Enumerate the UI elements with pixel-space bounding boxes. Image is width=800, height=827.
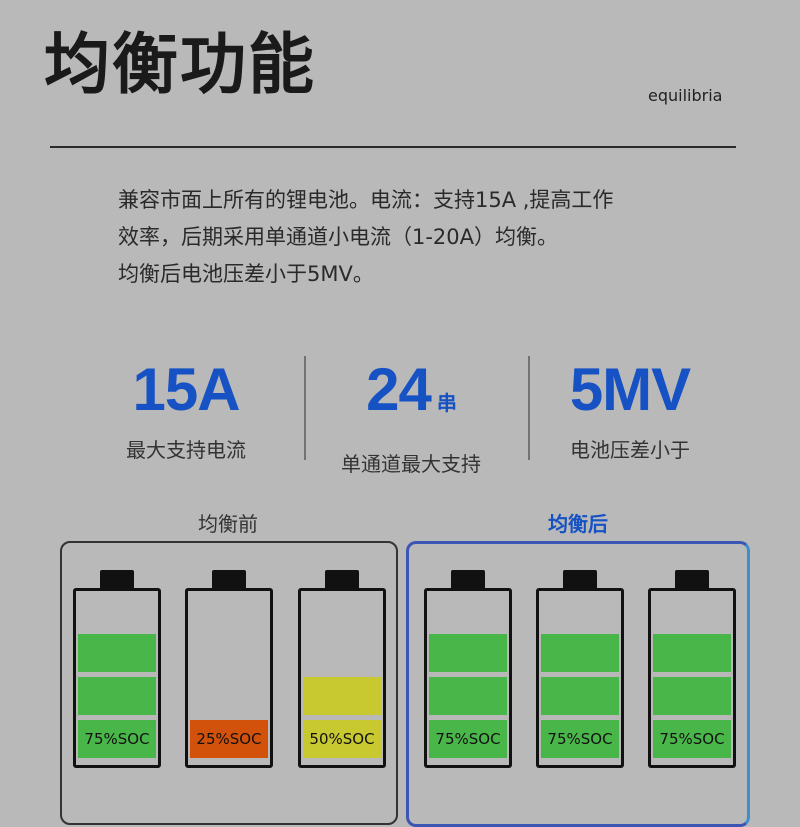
battery-body: 75%SOC — [73, 588, 161, 768]
battery-charge-segment — [541, 634, 619, 672]
battery-icon: 25%SOC — [185, 570, 273, 770]
battery-charge-segment — [653, 677, 731, 715]
stat-caption: 最大支持电流 — [126, 438, 246, 462]
battery-terminal — [451, 570, 485, 590]
battery-charge-segment — [303, 720, 381, 758]
battery-charge-segment — [78, 677, 156, 715]
stat-number: 24 — [366, 356, 432, 423]
battery-charge-segment — [653, 634, 731, 672]
battery-soc-label: 75%SOC — [84, 730, 150, 748]
description: 兼容市面上所有的锂电池。电流：支持15A ,提高工作 效率，后期采用单通道小电流… — [118, 182, 738, 293]
battery-soc-label: 75%SOC — [435, 730, 501, 748]
description-line: 兼容市面上所有的锂电池。电流：支持15A ,提高工作 — [118, 188, 614, 212]
stat-unit: 串 — [436, 393, 457, 415]
battery-soc-label: 25%SOC — [196, 730, 262, 748]
stat-caption: 电池压差小于 — [570, 438, 690, 462]
stat-number: 15A — [132, 356, 240, 423]
battery-charge-segment — [429, 634, 507, 672]
battery-terminal — [325, 570, 359, 590]
battery-terminal — [563, 570, 597, 590]
battery-charge-segment — [303, 677, 381, 715]
battery-icon: 50%SOC — [298, 570, 386, 770]
battery-body: 50%SOC — [298, 588, 386, 768]
battery-terminal — [675, 570, 709, 590]
battery-icon: 75%SOC — [536, 570, 624, 770]
stat-max-current: 15A 最大支持电流 — [96, 358, 276, 463]
battery-body: 25%SOC — [185, 588, 273, 768]
stat-divider — [304, 356, 306, 460]
stat-divider — [528, 356, 530, 460]
battery-charge-segment — [429, 677, 507, 715]
battery-body: 75%SOC — [536, 588, 624, 768]
battery-icon: 75%SOC — [648, 570, 736, 770]
battery-charge-segment — [653, 720, 731, 758]
battery-charge-segment — [541, 720, 619, 758]
battery-charge-segment — [190, 720, 268, 758]
battery-charge-segment — [78, 634, 156, 672]
battery-icon: 75%SOC — [73, 570, 161, 770]
battery-terminal — [100, 570, 134, 590]
battery-terminal — [212, 570, 246, 590]
page-subtitle: equilibria — [648, 86, 723, 105]
battery-icon: 75%SOC — [424, 570, 512, 770]
stat-caption: 单通道最大支持 — [341, 452, 481, 476]
after-label: 均衡后 — [548, 512, 608, 536]
battery-charge-segment — [541, 677, 619, 715]
description-line: 均衡后电池压差小于5MV。 — [118, 262, 374, 286]
header-divider — [50, 146, 736, 148]
stat-voltage-diff: 5MV 电池压差小于 — [540, 358, 720, 463]
stat-value: 15A — [96, 358, 276, 422]
stat-number: 5MV — [569, 356, 691, 423]
battery-charge-segment — [78, 720, 156, 758]
description-line: 效率，后期采用单通道小电流（1-20A）均衡。 — [118, 225, 559, 249]
page-title: 均衡功能 — [44, 26, 316, 103]
battery-body: 75%SOC — [424, 588, 512, 768]
stat-value: 5MV — [540, 358, 720, 422]
battery-soc-label: 75%SOC — [547, 730, 613, 748]
battery-body: 75%SOC — [648, 588, 736, 768]
battery-charge-segment — [429, 720, 507, 758]
before-label: 均衡前 — [198, 512, 258, 536]
battery-soc-label: 75%SOC — [659, 730, 725, 748]
battery-soc-label: 50%SOC — [309, 730, 375, 748]
